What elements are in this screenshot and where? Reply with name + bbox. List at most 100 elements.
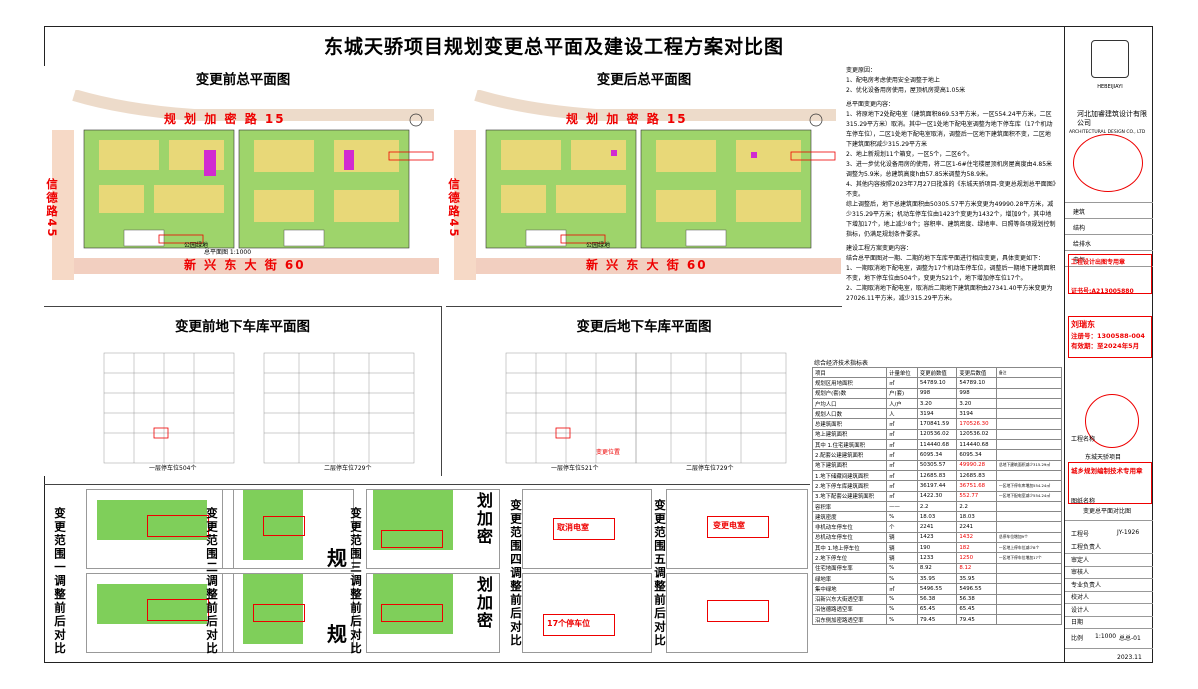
table-cell: 1.地下储藏间建筑面积: [811, 469, 888, 482]
note-r1: 1、配电房考虑使用安全调整于地上: [846, 77, 940, 84]
table-cell: 一区地上停车位减少8个: [995, 542, 1063, 554]
table-cell: 备注: [995, 366, 1063, 379]
table-cell: 50305.57: [916, 459, 958, 471]
drawing-issue-stamp: 工程设计出图专用章 证书号:A213005880: [1068, 254, 1152, 295]
table-cell: ㎡: [886, 583, 918, 595]
compare-4-label: 变更范围四调整前后对比: [509, 499, 523, 648]
table-cell: 2.配套公建建筑面积: [811, 449, 888, 461]
table-cell: 36197.44: [916, 480, 958, 492]
sign-row-label: 工程负责人: [1071, 544, 1102, 551]
table-cell: 12685.83: [916, 469, 958, 482]
table-cell: 1432: [956, 531, 997, 544]
stamp3-title: 城乡规划编制技术专用章: [1071, 467, 1143, 475]
table-cell: 3194: [916, 408, 958, 420]
table-cell: 8.12: [956, 562, 997, 574]
table-cell: 18.03: [916, 511, 958, 523]
proj-no-label: 工程号: [1071, 531, 1090, 538]
park-label: 公园绿地: [184, 242, 209, 249]
table-cell: 辆: [886, 552, 918, 564]
table-cell: 5496.55: [916, 583, 958, 595]
table-cell: 沿新兴东大街透空率: [811, 593, 888, 605]
table-cell: 一区地下停车库增加554.24㎡: [995, 480, 1063, 492]
before-garage-panel: 变更前地下车库平面图 一层停车位504个 二层停车位729个: [44, 306, 442, 476]
before-garage-plans: [103, 352, 415, 464]
change-location-label: 变更位置: [596, 449, 621, 456]
compare-1-before: [86, 489, 234, 569]
table-cell: 其中 1.住宅建筑面积: [811, 439, 888, 451]
table-caption: 综合经济技术指标表: [814, 360, 869, 367]
company-en: ARCHITECTURAL DESIGN CO., LTD: [1069, 130, 1146, 135]
company-round-stamp: [1085, 394, 1139, 448]
after-garage-panel: 变更后地下车库平面图 一层停车位521个 二层停车位729个 变更位置: [446, 306, 842, 476]
table-cell: 552.77: [956, 490, 997, 502]
table-cell: [995, 562, 1063, 574]
park-label-after: 公园绿地: [586, 242, 611, 249]
table-cell: 一区地下配电室减少554.24㎡: [995, 490, 1063, 502]
change-notes: 变更原因： 1、配电房考虑使用安全调整于地上 2、优化设备用房使用，屋顶机房提高…: [846, 66, 1056, 304]
table-cell: 1422.30: [916, 490, 958, 502]
compare-3-after: 划加密: [366, 573, 500, 653]
table-header-row: 项目计量单位变更前数值变更后数值备注: [811, 366, 1063, 379]
table-cell: 地下建筑面积: [811, 459, 888, 471]
table-cell: 49990.28: [956, 459, 997, 471]
table-cell: 54789.10: [956, 377, 997, 389]
west-road-label-after: 信德路45: [447, 178, 461, 239]
compare-5-before: 变更电室: [666, 489, 808, 569]
note-t5: 综上调整后，地下总建筑面积由50305.57平方米变更为49990.28平方米，…: [846, 201, 1056, 238]
cancel-room-tag: 取消电室: [557, 523, 589, 532]
logo-text: HEBEIJIAYI: [1097, 84, 1123, 90]
table-cell: 住宅地面停车率: [811, 562, 888, 574]
table-cell: ㎡: [886, 449, 918, 461]
road-vertical-1: 划加密: [474, 492, 493, 546]
compare-3-before: 划加密: [366, 489, 500, 569]
before-b1-caption: 一层停车位504个: [149, 465, 197, 472]
table-cell: 总停车位增加9个: [995, 531, 1063, 544]
company-logo: [1091, 40, 1129, 78]
table-cell: 户(套): [886, 387, 918, 399]
table-cell: ㎡: [886, 418, 918, 430]
note-h1: 变更原因：: [846, 67, 877, 74]
stamp2-exp: 有效期：至2024年5月: [1071, 342, 1140, 350]
table-cell: %: [886, 511, 918, 523]
design-stamp: [1073, 134, 1143, 192]
company-name: 河北加睿建筑设计有限公司: [1077, 110, 1147, 127]
table-cell: [995, 469, 1063, 482]
table-cell: 35.95: [956, 572, 997, 585]
table-cell: 3.地下配套公建建筑面积: [811, 490, 888, 502]
note-t7: 1、一期取消地下配电室，调整为17个机动车停车位，调整后一期地下建筑面积不变，地…: [846, 265, 1056, 282]
table-cell: ㎡: [886, 490, 918, 502]
table-cell: [995, 449, 1063, 461]
table-cell: 65.45: [916, 603, 958, 616]
after-site-plan: [454, 90, 841, 280]
table-cell: 170841.59: [916, 418, 958, 430]
table-cell: 114440.68: [956, 439, 997, 451]
drawing-name: 变更总平面对比图: [1083, 508, 1132, 515]
table-cell: %: [886, 562, 918, 574]
table-cell: 79.45: [916, 614, 958, 626]
table-cell: 12685.83: [956, 469, 997, 482]
table-cell: 总建筑面积: [811, 418, 888, 430]
before-b2-caption: 二层停车位729个: [324, 465, 372, 472]
table-cell: 变更后数值: [956, 366, 997, 379]
note-t6: 结合总平面图对一期、二期的地下车库平面进行相应变更，具体变更如下：: [846, 255, 1045, 262]
table-cell: 3.20: [916, 397, 958, 410]
compare-4-before: 取消电室: [522, 489, 652, 569]
table-cell: [995, 572, 1063, 585]
table-cell: 36751.68: [956, 480, 997, 492]
sheet-title: 东城天骄项目规划变更总平面及建设工程方案对比图: [323, 36, 784, 58]
sign-row-label: 日期: [1071, 619, 1084, 626]
table-cell: %: [886, 603, 918, 616]
table-cell: 计量单位: [886, 366, 918, 379]
